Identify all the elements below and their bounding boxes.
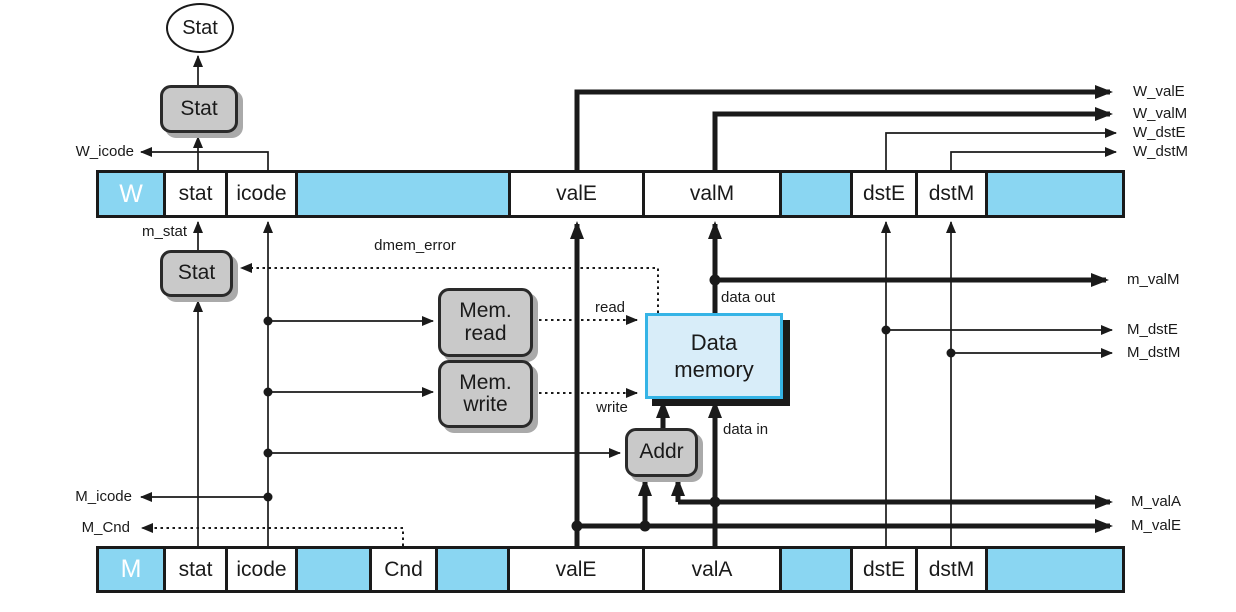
wire-w-vale-out bbox=[574, 85, 1113, 170]
wire-label-read: read bbox=[594, 299, 626, 316]
data-memory-label-line2: memory bbox=[674, 357, 754, 382]
mem-write-label-line2: write bbox=[463, 393, 508, 416]
m-cell-stat: stat bbox=[163, 549, 228, 590]
data-memory-label-line1: Data bbox=[690, 329, 738, 355]
m-register-tag: M bbox=[120, 555, 142, 583]
mem-write-unit: Mem. write bbox=[438, 360, 533, 428]
signal-label-m-vala: M_valA bbox=[1131, 493, 1182, 510]
wire-label-dmem-error: dmem_error bbox=[374, 237, 456, 254]
mem-read-label-line1: Mem. bbox=[459, 299, 512, 323]
wire-label-data-out: data out bbox=[721, 289, 776, 306]
wire-w-dstm-out bbox=[950, 147, 1117, 170]
junction-dots bbox=[263, 274, 956, 532]
m-cell-dstM: dstM bbox=[915, 549, 988, 590]
wire-m-cnd-out bbox=[141, 523, 404, 546]
wire-w-valm-out bbox=[712, 107, 1113, 170]
signal-label-w-valm: W_valM bbox=[1133, 105, 1188, 122]
m-cell-cnd: Cnd bbox=[369, 549, 438, 590]
w-cell-stat: stat bbox=[163, 173, 228, 215]
signal-label-m-cnd: M_Cnd bbox=[81, 519, 130, 536]
m-pipeline-register: M stat icode Cnd valE valA dstE dstM bbox=[96, 546, 1125, 593]
signal-label-m-stat: m_stat bbox=[141, 223, 187, 240]
mem-write-label-line1: Mem. bbox=[459, 370, 512, 394]
signal-label-w-dstm: W_dstM bbox=[1133, 143, 1189, 160]
m-cell-valA: valA bbox=[642, 549, 782, 590]
w-cell-valM: valM bbox=[642, 173, 782, 215]
wire-w-dste-out bbox=[885, 128, 1117, 170]
signal-label-m-vale: M_valE bbox=[1131, 517, 1182, 534]
stat-output-oval: Stat bbox=[166, 3, 234, 53]
mem-read-label-line2: read bbox=[464, 321, 507, 345]
w-pipeline-register: W stat icode valE valM dstE dstM bbox=[96, 170, 1125, 218]
signal-label-m-icode: M_icode bbox=[75, 488, 132, 505]
m-cell-dstE: dstE bbox=[850, 549, 918, 590]
signal-label-m-dste: M_dstE bbox=[1127, 321, 1178, 338]
wire-label-write: write bbox=[596, 399, 628, 416]
w-cell-dstM: dstM bbox=[915, 173, 988, 215]
addr-unit: Addr bbox=[625, 428, 698, 477]
stat-unit-writeback: Stat bbox=[160, 85, 238, 133]
signal-label-w-icode: W_icode bbox=[75, 143, 134, 160]
signal-label-w-vale: W_valE bbox=[1133, 83, 1185, 100]
wire-w-icode-out bbox=[140, 147, 269, 170]
mem-read-unit: Mem. read bbox=[438, 288, 533, 357]
w-cell-valE: valE bbox=[508, 173, 645, 215]
stat-unit-memory: Stat bbox=[160, 250, 233, 297]
wire-label-data-in: data in bbox=[723, 421, 769, 438]
signal-label-m-valm-lower: m_valM bbox=[1127, 271, 1180, 288]
signal-label-w-dste: W_dstE bbox=[1133, 124, 1186, 141]
signal-label-m-dstm: M_dstM bbox=[1127, 344, 1181, 361]
m-cell-icode: icode bbox=[225, 549, 298, 590]
w-register-tag: W bbox=[119, 179, 143, 208]
m-cell-valE: valE bbox=[507, 549, 645, 590]
w-cell-icode: icode bbox=[225, 173, 298, 215]
w-cell-dstE: dstE bbox=[850, 173, 918, 215]
data-memory-unit: Data memory bbox=[645, 313, 783, 399]
